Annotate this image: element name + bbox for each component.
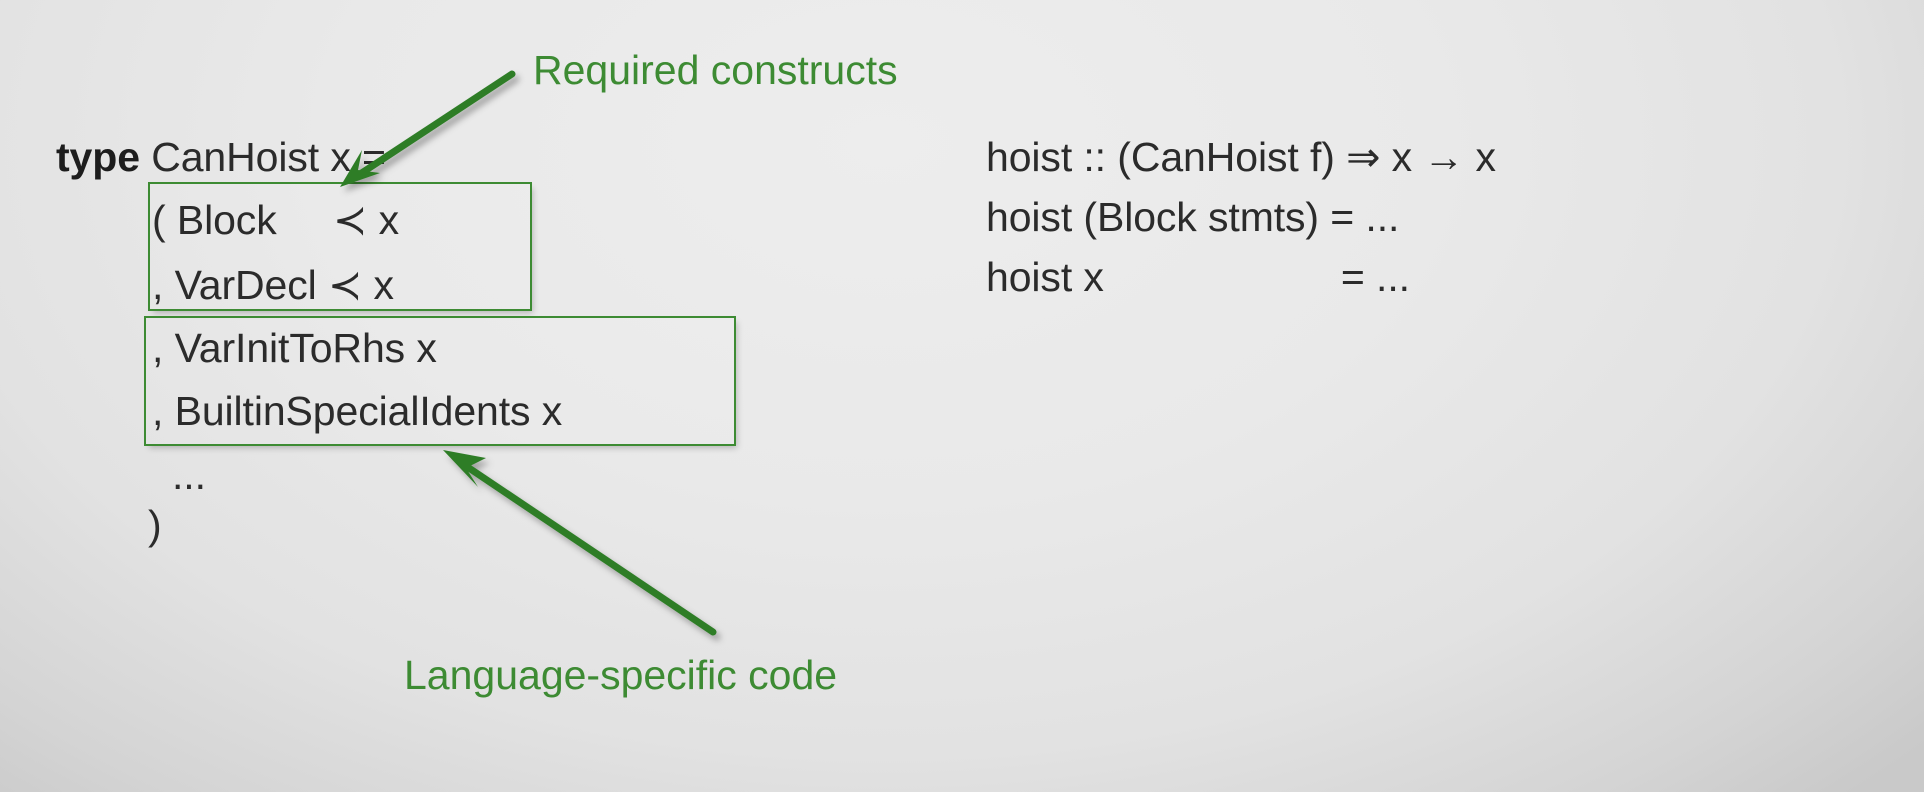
code-line-varinittorhs: , VarInitToRhs x (152, 325, 437, 371)
keyword-type: type (56, 134, 140, 180)
callout-label-required-constructs: Required constructs (533, 47, 898, 93)
code-line-closing-paren: ) (148, 502, 162, 548)
code-line-block: ( Block ≺ x (152, 197, 400, 243)
arrow-language-specific-code (443, 450, 717, 636)
code-line-builtinspecialidents: , BuiltinSpecialIdents x (152, 388, 563, 434)
code-line-hoist-block-case: hoist (Block stmts) = ... (986, 194, 1400, 240)
code-line-ellipsis: ... (172, 452, 206, 498)
callout-label-language-specific-code: Language-specific code (404, 652, 838, 698)
code-line-hoist-signature: hoist :: (CanHoist f) ⇒ x → x (986, 134, 1496, 180)
code-line-vardecl: , VarDecl ≺ x (152, 262, 394, 308)
code-line-hoist-default-case: hoist x = ... (986, 254, 1410, 300)
highlight-box-language-specific-code (144, 316, 736, 446)
type-header-rest: CanHoist x = (139, 134, 386, 180)
code-line-type-header: type CanHoist x = (56, 137, 386, 178)
